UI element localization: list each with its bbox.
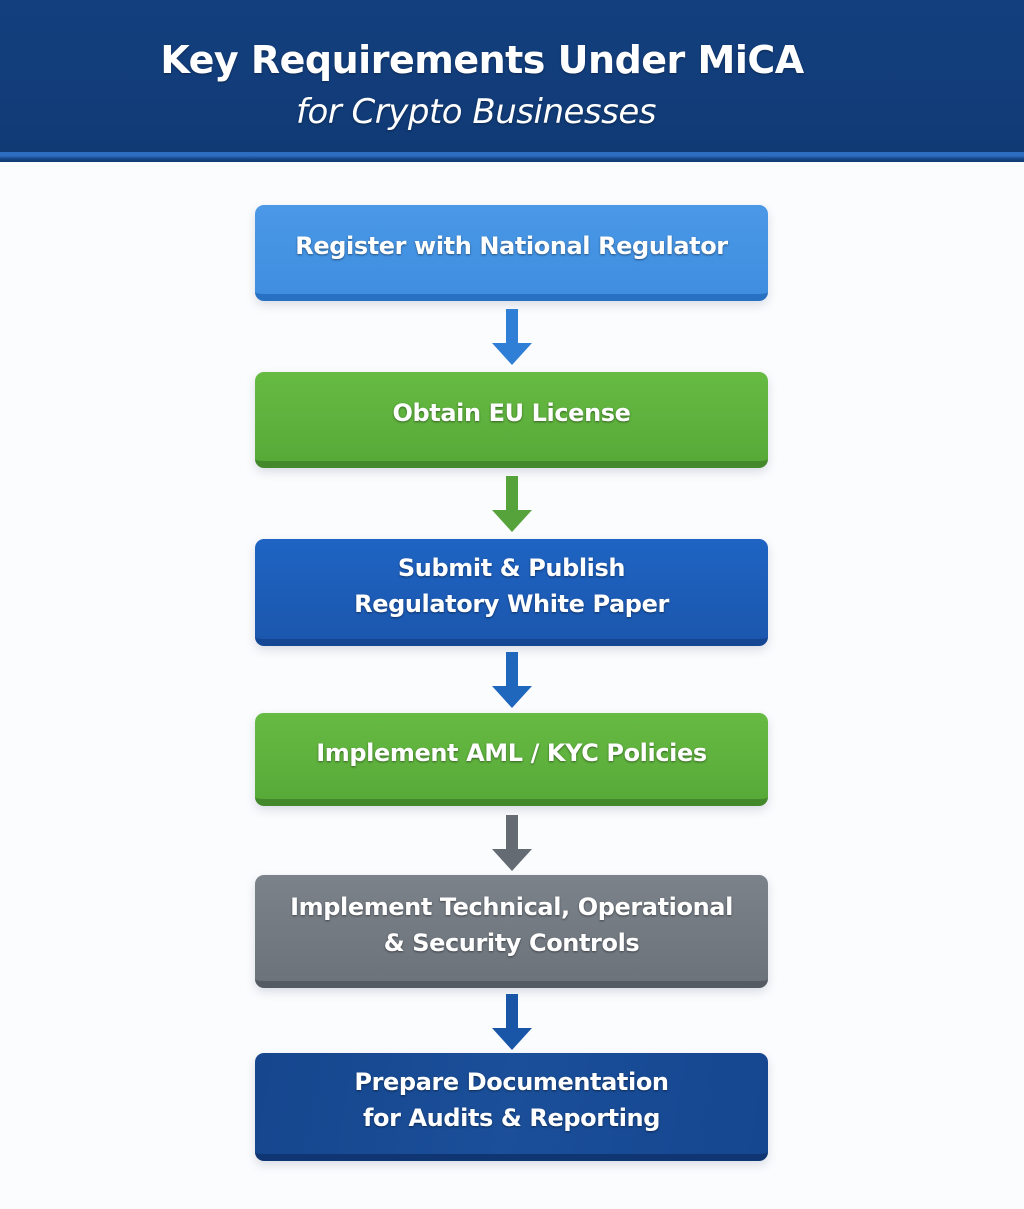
- arrow-shaft: [506, 652, 518, 688]
- down-arrow-icon: [492, 815, 532, 871]
- down-arrow-icon: [492, 309, 532, 365]
- down-arrow-icon: [492, 652, 532, 708]
- step-label-line-1: Implement Technical, Operational: [290, 892, 733, 921]
- step-implement-aml-kyc: Implement AML / KYC Policies: [255, 713, 768, 806]
- arrow-shaft: [506, 476, 518, 512]
- step-prepare-documentation: Prepare Documentation for Audits & Repor…: [255, 1053, 768, 1161]
- arrow-head: [492, 849, 532, 871]
- down-arrow-icon: [492, 994, 532, 1050]
- step-obtain-eu-license: Obtain EU License: [255, 372, 768, 468]
- step-label: Obtain EU License: [392, 399, 631, 427]
- step-label-line-1: Submit & Publish: [397, 553, 626, 582]
- step-label-line-1: Prepare Documentation: [354, 1068, 669, 1096]
- header-divider: [0, 152, 1024, 162]
- step-label: Implement AML / KYC Policies: [316, 738, 707, 767]
- step-submit-white-paper: Submit & Publish Regulatory White Paper: [255, 539, 768, 646]
- arrow-head: [492, 1028, 532, 1050]
- step-label: Register with National Regulator: [295, 232, 728, 260]
- step-label-line-2: & Security Controls: [383, 928, 640, 957]
- arrow-shaft: [506, 994, 518, 1030]
- step-label-line-2: Regulatory White Paper: [354, 589, 669, 618]
- step-label-line-2: for Audits & Reporting: [362, 1104, 660, 1132]
- step-implement-controls: Implement Technical, Operational & Secur…: [255, 875, 768, 988]
- arrow-shaft: [506, 309, 518, 345]
- down-arrow-icon: [492, 476, 532, 532]
- page-title: Key Requirements Under MiCA: [160, 38, 804, 82]
- step-register-with-regulator: Register with National Regulator: [255, 205, 768, 301]
- header-banner: Key Requirements Under MiCA for Crypto B…: [0, 0, 1024, 152]
- arrow-head: [492, 686, 532, 708]
- arrow-head: [492, 343, 532, 365]
- page-subtitle: for Crypto Businesses: [296, 92, 656, 132]
- arrow-head: [492, 510, 532, 532]
- arrow-shaft: [506, 815, 518, 851]
